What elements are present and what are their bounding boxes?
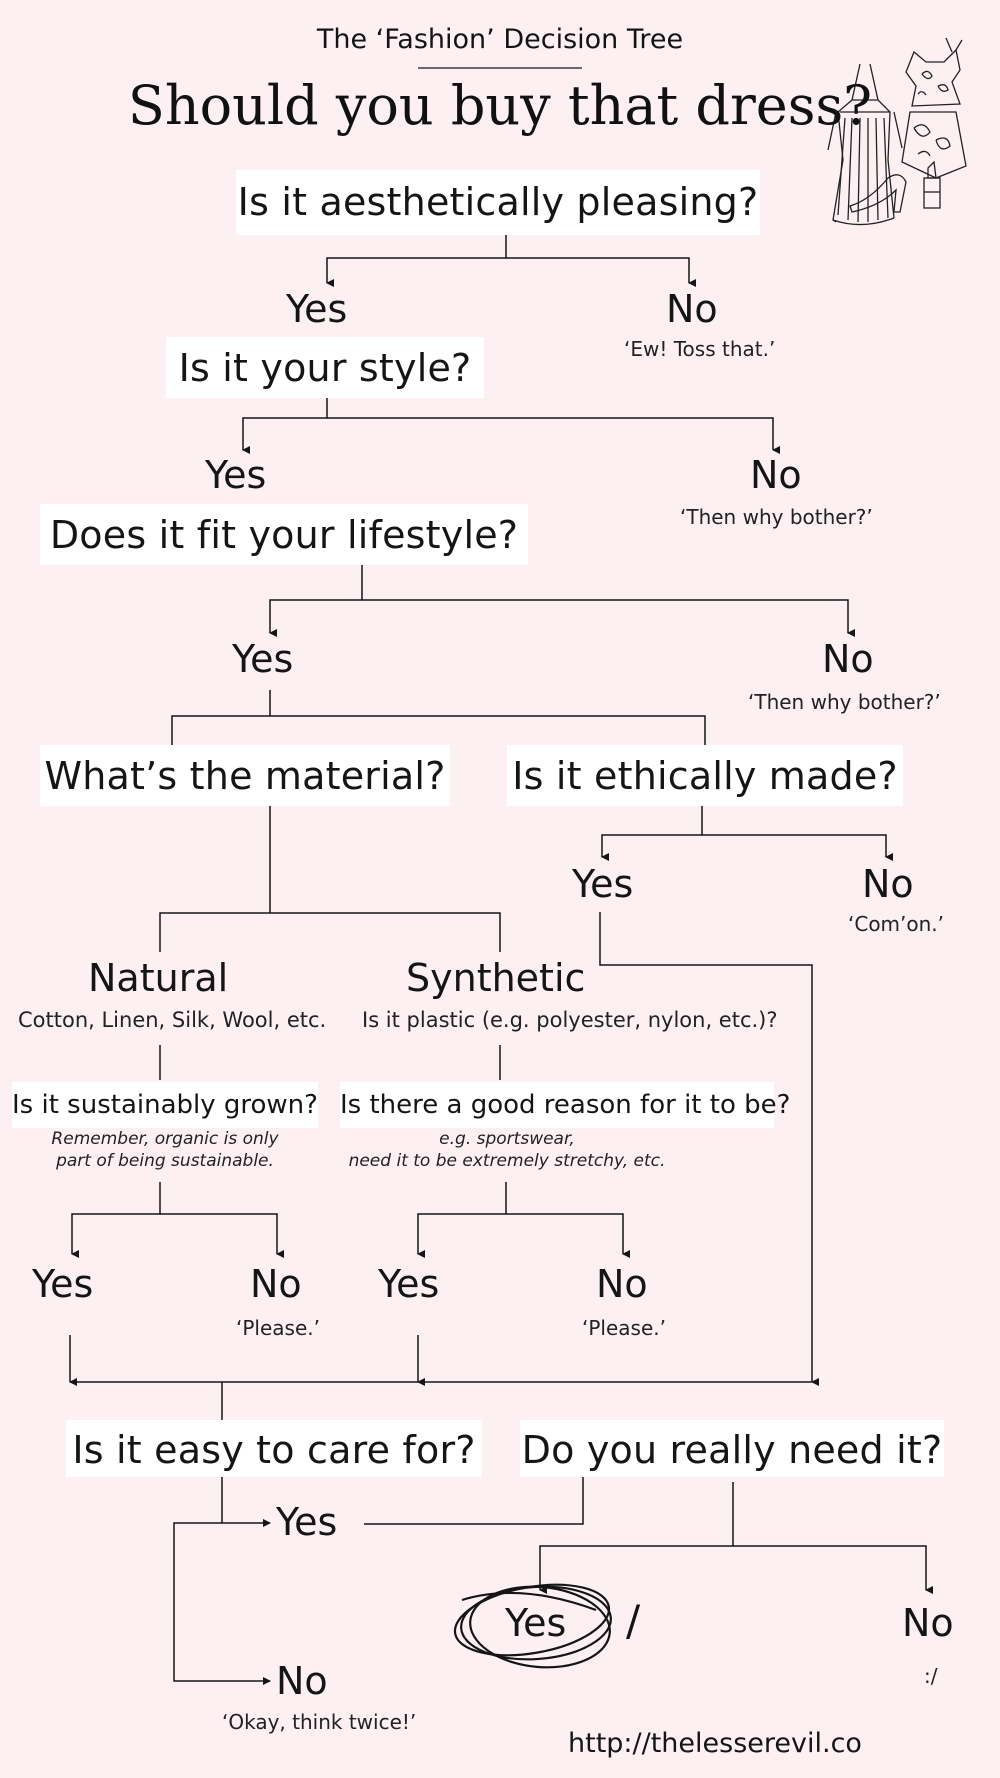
diagram-subtitle: The ‘Fashion’ Decision Tree bbox=[316, 24, 684, 55]
question-sustainable: Is it sustainably grown? bbox=[12, 1090, 318, 1120]
answer-note: ‘Okay, think twice!’ bbox=[222, 1710, 417, 1734]
reason-note: e.g. sportswear, need it to be extremely… bbox=[340, 1128, 674, 1172]
question-box bbox=[40, 504, 528, 565]
question-good-reason: Is there a good reason for it to be? bbox=[340, 1090, 791, 1120]
question-lifestyle: Does it fit your lifestyle? bbox=[49, 513, 519, 557]
answer-note: ‘Ew! Toss that.’ bbox=[624, 337, 776, 361]
answer-no: No bbox=[276, 1659, 328, 1703]
answer-no: No bbox=[666, 287, 718, 331]
answer-yes: Yes bbox=[32, 1262, 94, 1306]
final-answer-yes: Yes bbox=[505, 1601, 567, 1645]
lipstick-icon bbox=[923, 160, 941, 209]
question-easy-care: Is it easy to care for? bbox=[72, 1428, 476, 1472]
answer-yes: Yes bbox=[205, 453, 267, 497]
note-line: Remember, organic is only bbox=[51, 1129, 279, 1149]
source-url[interactable]: http://thelesserevil.co bbox=[568, 1728, 862, 1759]
answer-no: No bbox=[596, 1262, 648, 1306]
category-natural-examples: Cotton, Linen, Silk, Wool, etc. bbox=[18, 1008, 327, 1032]
question-box bbox=[507, 745, 903, 806]
answer-note: :/ bbox=[924, 1664, 938, 1688]
answer-note: ‘Com’on.’ bbox=[848, 912, 945, 936]
note-line: e.g. sportswear, bbox=[439, 1129, 575, 1149]
question-really-need: Do you really need it? bbox=[521, 1428, 943, 1472]
question-box bbox=[12, 1082, 318, 1128]
answer-yes: Yes bbox=[378, 1262, 440, 1306]
answer-no: No bbox=[822, 637, 874, 681]
note-line: part of being sustainable. bbox=[56, 1151, 274, 1171]
question-material: What’s the material? bbox=[44, 754, 446, 798]
question-ethical: Is it ethically made? bbox=[512, 754, 898, 798]
scribble-circle-icon bbox=[453, 1583, 612, 1669]
top-illustration-icon bbox=[901, 37, 967, 179]
answer-yes: Yes bbox=[232, 637, 294, 681]
answer-no: No bbox=[750, 453, 802, 497]
question-box bbox=[520, 1420, 944, 1477]
question-box bbox=[236, 170, 760, 235]
answer-no: No bbox=[250, 1262, 302, 1306]
question-box bbox=[40, 745, 450, 806]
dress-illustration-icon bbox=[827, 63, 903, 226]
answer-no: No bbox=[862, 862, 914, 906]
category-natural: Natural bbox=[88, 956, 229, 1000]
answer-note: ‘Then why bother?’ bbox=[748, 690, 941, 714]
question-style: Is it your style? bbox=[178, 346, 472, 390]
final-answer-mark: / bbox=[626, 1596, 641, 1645]
shoe-icon bbox=[849, 174, 907, 213]
page-title: Should you buy that dress? bbox=[127, 74, 873, 137]
question-box bbox=[340, 1082, 774, 1128]
category-synthetic: Synthetic bbox=[406, 956, 586, 1000]
answer-note: ‘Then why bother?’ bbox=[680, 505, 873, 529]
sustainable-note: Remember, organic is only part of being … bbox=[20, 1128, 310, 1172]
answer-no: No bbox=[902, 1601, 954, 1645]
answer-yes: Yes bbox=[286, 287, 348, 331]
note-line: need it to be extremely stretchy, etc. bbox=[348, 1151, 666, 1171]
question-aesthetic: Is it aesthetically pleasing? bbox=[237, 180, 759, 224]
category-synthetic-question: Is it plastic (e.g. polyester, nylon, et… bbox=[362, 1008, 778, 1032]
answer-note: ‘Please.’ bbox=[236, 1316, 320, 1340]
answer-yes: Yes bbox=[276, 1500, 338, 1544]
question-box bbox=[166, 337, 484, 398]
question-box bbox=[66, 1420, 482, 1477]
answer-note: ‘Please.’ bbox=[582, 1316, 666, 1340]
answer-yes: Yes bbox=[572, 862, 634, 906]
